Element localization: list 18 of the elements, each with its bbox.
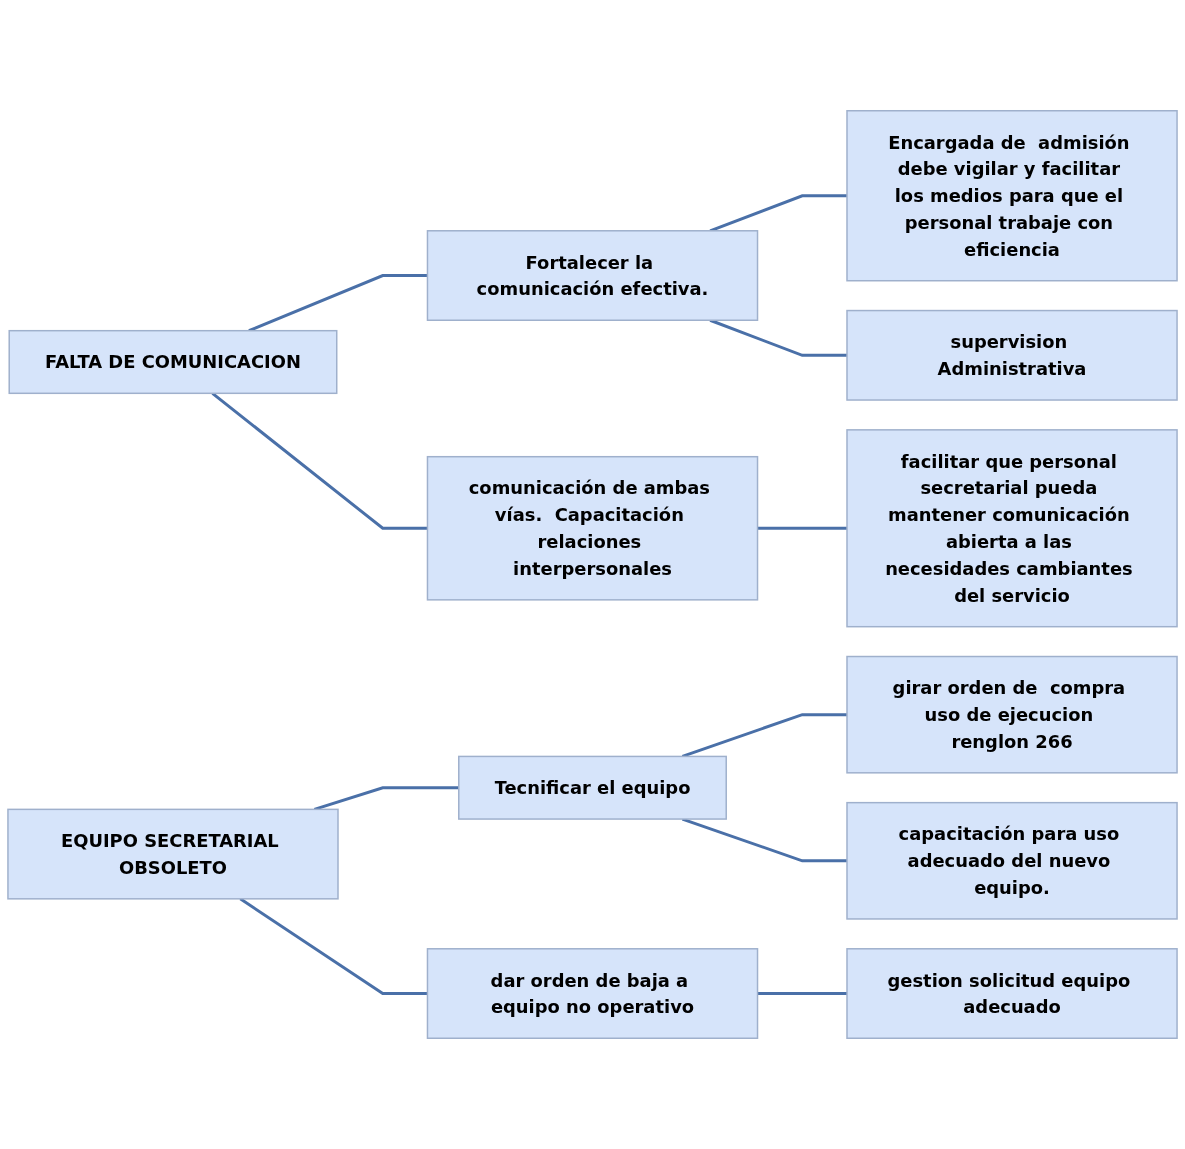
- connector: [239, 897, 428, 995]
- node-box: Encargada de admisión debe vigilar y facilitar los medios para que el personal trabaje con eficiencia: [846, 110, 1178, 282]
- connector: [313, 786, 459, 811]
- node-box: Tecnificar el equipo: [458, 755, 727, 820]
- node-box: dar orden de baja a equipo no operativo: [426, 948, 759, 1039]
- connector: [681, 713, 847, 758]
- node-box: supervision Administrativa: [846, 309, 1178, 401]
- connector: [757, 992, 847, 995]
- node-box: Fortalecer la comunicación efectiva.: [426, 230, 759, 321]
- node-box: comunicación de ambas vías. Capacitación relaciones interpersonales: [426, 455, 759, 601]
- connector: [211, 392, 428, 530]
- node-box: facilitar que personal secretarial pueda mantener comunicación abierta a las necesidades cambiantes del servicio: [846, 429, 1178, 628]
- connector: [757, 526, 847, 530]
- node-box: girar orden de compra uso de ejecucion renglon 266: [846, 655, 1178, 774]
- node-box: EQUIPO SECRETARIAL OBSOLETO: [7, 808, 339, 900]
- node-box: gestion solicitud equipo adecuado: [846, 948, 1178, 1039]
- node-box: FALTA DE COMUNICACION: [8, 329, 338, 395]
- node-box: capacitación para uso adecuado del nuevo equipo.: [846, 801, 1178, 920]
